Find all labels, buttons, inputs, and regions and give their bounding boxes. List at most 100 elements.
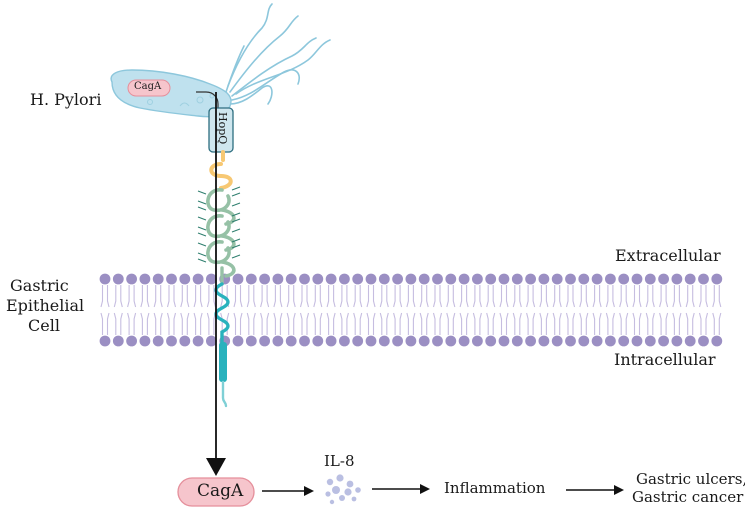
receptor-domain-orange xyxy=(209,150,233,190)
ig-domain xyxy=(206,214,231,239)
glycan xyxy=(197,232,207,237)
lipid-pair xyxy=(458,273,470,347)
lipid-pair xyxy=(445,273,457,347)
glycan xyxy=(231,186,241,191)
lipid-pair xyxy=(272,273,284,347)
glycan xyxy=(197,226,207,231)
lipid-pair xyxy=(498,273,510,347)
glycan xyxy=(231,244,241,249)
receptor-domain-green xyxy=(197,186,241,286)
lipid-pair xyxy=(325,273,337,347)
lipid-pair xyxy=(631,273,643,347)
caga-released-label: CagA xyxy=(197,481,244,501)
cell-membrane xyxy=(99,273,723,347)
lipid-pair xyxy=(259,273,270,347)
receptor-transmembrane-coil xyxy=(214,282,230,344)
il8-dot xyxy=(336,474,344,482)
glycan xyxy=(231,202,241,207)
lipid-pair xyxy=(551,273,563,347)
lipid-pair xyxy=(352,273,364,347)
glycan xyxy=(197,200,207,205)
glycan xyxy=(231,218,241,223)
ig-domain-link xyxy=(220,260,236,278)
lipid-pair xyxy=(418,273,430,347)
bacterium-label: H. Pylori xyxy=(30,90,102,109)
ig-domain xyxy=(206,240,231,265)
lipid-pair xyxy=(112,273,124,347)
intracellular-label: Intracellular xyxy=(614,350,716,369)
pathway-arrows xyxy=(262,484,624,496)
il8-dot xyxy=(332,486,340,494)
lipid-pair xyxy=(99,273,111,347)
translocation-arrow-head xyxy=(206,458,226,476)
caga-pill-released xyxy=(177,477,255,507)
lipid-pair xyxy=(232,273,244,347)
il8-dot xyxy=(346,480,354,488)
glycan xyxy=(231,212,241,217)
lipid-pair xyxy=(618,273,630,347)
lipid-pair xyxy=(658,273,669,347)
glycan xyxy=(231,254,241,259)
il8-dot xyxy=(355,487,361,493)
glycan xyxy=(231,238,241,243)
il8-dot xyxy=(325,491,331,497)
glycan xyxy=(197,242,207,247)
lipid-pair xyxy=(711,273,723,347)
cell-label-line2: Epithelial xyxy=(6,296,85,315)
lipid-pair xyxy=(392,273,403,347)
lipid-pair xyxy=(511,273,523,347)
lipid-pair xyxy=(472,273,483,347)
glycan xyxy=(231,192,241,197)
lipid-pair xyxy=(139,273,151,347)
hopq-tether xyxy=(196,91,219,118)
lipid-pair xyxy=(605,273,616,347)
hopq-label: HopQ xyxy=(216,112,229,145)
glycan xyxy=(197,258,207,263)
glycan xyxy=(197,252,207,257)
extracellular-label: Extracellular xyxy=(615,246,721,265)
caga-inside-label: CagA xyxy=(134,81,162,92)
glycan xyxy=(197,216,207,221)
lipid-pair xyxy=(565,273,576,347)
lipid-pair xyxy=(525,273,536,347)
cell-label-line3: Cell xyxy=(28,316,60,335)
lipid-pair xyxy=(192,273,204,347)
il8-label: IL-8 xyxy=(324,452,355,470)
lipid-pair xyxy=(378,273,390,347)
lipid-pair xyxy=(312,273,324,347)
lipid-pair xyxy=(206,273,217,347)
lipid-pair xyxy=(179,273,191,347)
lipid-pair xyxy=(152,273,164,347)
lipid-pair xyxy=(578,273,590,347)
glycan xyxy=(197,206,207,211)
lipid-pair xyxy=(591,273,603,347)
lipid-pair xyxy=(166,273,177,347)
outcome-label-line2: Gastric cancer xyxy=(632,488,744,506)
glycan xyxy=(197,190,207,195)
il8-particles xyxy=(325,474,361,505)
il8-dot xyxy=(326,478,334,486)
lipid-pair xyxy=(245,273,257,347)
outcome-label-line1: Gastric ulcers, xyxy=(636,470,745,488)
glycan xyxy=(231,228,241,233)
lipid-pair xyxy=(485,273,497,347)
lipid-pair xyxy=(405,273,417,347)
il8-dot xyxy=(329,499,335,505)
inflammation-label: Inflammation xyxy=(444,479,546,497)
ig-domain xyxy=(206,188,231,213)
il8-dot xyxy=(344,488,352,496)
caga-pill-inside xyxy=(127,79,171,97)
receptor-tail xyxy=(221,380,228,408)
lipid-pair xyxy=(538,273,550,347)
lipid-pair xyxy=(299,273,310,347)
flagella xyxy=(225,3,331,105)
lipid-pair xyxy=(339,273,350,347)
lipid-pair xyxy=(285,273,297,347)
lipid-pair xyxy=(365,273,377,347)
cell-label-line1: Gastric xyxy=(10,276,69,295)
lipid-pair xyxy=(432,273,443,347)
lipid-pair xyxy=(644,273,656,347)
lipid-pair xyxy=(126,273,137,347)
lipid-pair xyxy=(671,273,683,347)
